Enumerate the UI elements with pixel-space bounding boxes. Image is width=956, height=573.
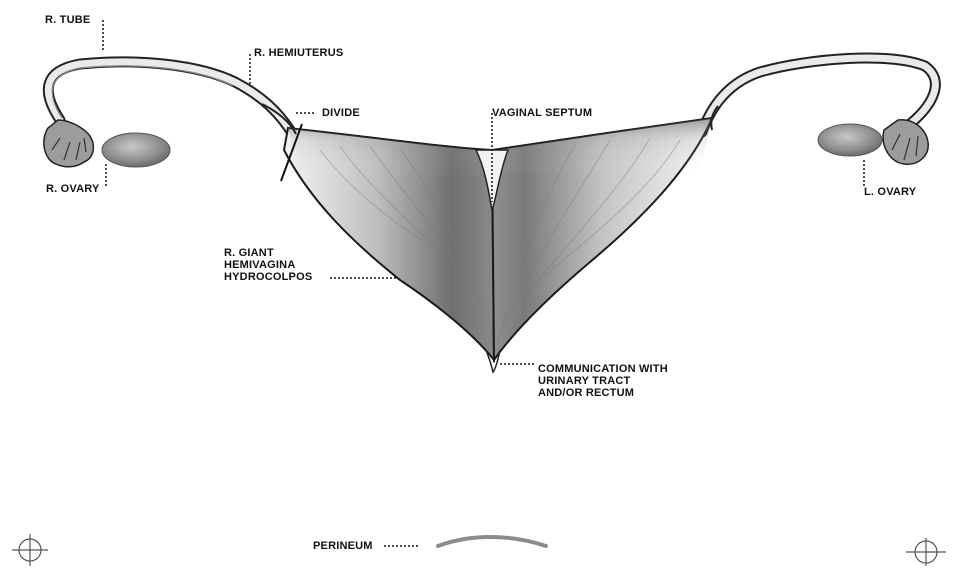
label-communication: COMMUNICATION WITH URINARY TRACT AND/OR … [538,363,668,399]
left-fimbria [883,120,928,165]
label-r-giant-hemivagina: R. GIANT HEMIVAGINA HYDROCOLPOS [224,247,312,283]
label-perineum: PERINEUM [313,540,373,552]
label-r-giant-line2: HEMIVAGINA [224,259,312,271]
label-divide: DIVIDE [322,107,360,119]
right-tube [48,62,290,130]
label-communication-line1: COMMUNICATION WITH [538,363,668,375]
right-ovary [102,133,170,167]
label-r-tube: R. TUBE [45,14,90,26]
left-ovary [818,124,882,156]
label-vaginal-septum: VAGINAL SEPTUM [492,107,592,119]
perineum-mark [438,537,546,546]
label-r-hemiuterus: R. HEMIUTERUS [254,47,343,59]
label-r-giant-line1: R. GIANT [224,247,312,259]
right-fimbria [44,120,94,167]
registration-mark-left [12,534,48,566]
label-communication-line3: AND/OR RECTUM [538,387,668,399]
registration-mark-right [906,538,946,566]
label-l-ovary: L. OVARY [864,186,916,198]
label-communication-line2: URINARY TRACT [538,375,668,387]
label-r-giant-line3: HYDROCOLPOS [224,271,312,283]
hemivagina-body [262,104,718,372]
label-r-ovary: R. OVARY [46,183,100,195]
